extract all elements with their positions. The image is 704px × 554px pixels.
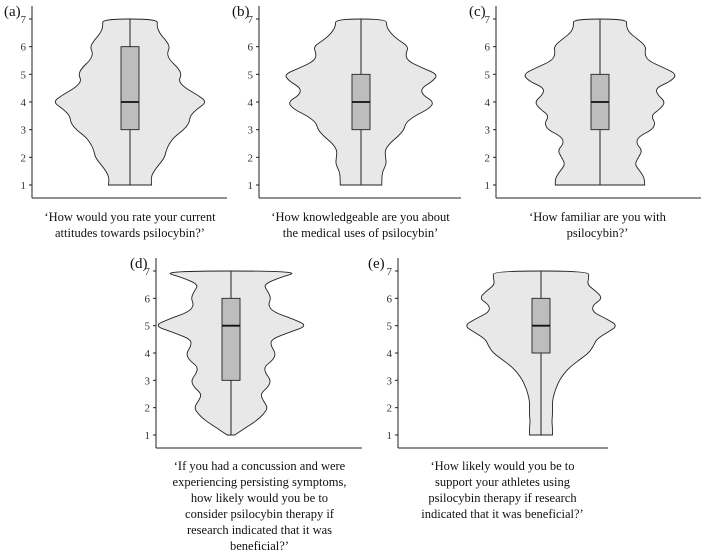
caption-d: ‘If you had a concussion and were experie… bbox=[152, 458, 367, 554]
y-tick-label: 2 bbox=[387, 403, 393, 415]
y-tick-label: 3 bbox=[387, 375, 393, 387]
y-tick-label: 6 bbox=[21, 42, 27, 54]
caption-e: ‘How likely would you be to support your … bbox=[395, 458, 610, 522]
caption-line: attitudes towards psilocybin?’ bbox=[55, 226, 205, 240]
iqr-box bbox=[120, 46, 140, 131]
y-tick-label: 6 bbox=[248, 42, 254, 54]
y-tick-label: 2 bbox=[21, 152, 27, 164]
y-tick-label: 5 bbox=[248, 69, 254, 81]
caption-line: ‘How would you rate your current bbox=[44, 210, 216, 224]
caption-line: how likely would you be to bbox=[190, 491, 329, 505]
y-tick-label: 5 bbox=[145, 321, 151, 333]
y-tick-label: 3 bbox=[145, 375, 151, 387]
y-tick-label: 3 bbox=[248, 125, 254, 137]
y-tick-label: 1 bbox=[248, 180, 254, 192]
y-tick-label: 7 bbox=[248, 14, 254, 26]
caption-line: ‘How likely would you be to bbox=[430, 459, 575, 473]
panel-label-d: (d) bbox=[130, 256, 148, 272]
y-tick-label: 6 bbox=[145, 293, 151, 305]
y-tick-label: 5 bbox=[21, 69, 27, 81]
y-tick-label: 2 bbox=[485, 152, 491, 164]
y-tick-label: 1 bbox=[145, 430, 151, 442]
caption-line: ‘How knowledgeable are you about bbox=[271, 210, 450, 224]
caption-line: beneficial?’ bbox=[230, 539, 289, 553]
y-tick-label: 4 bbox=[248, 97, 254, 109]
caption-line: research indicated that it was bbox=[186, 523, 333, 537]
iqr-box bbox=[221, 297, 241, 381]
y-tick-label: 1 bbox=[21, 180, 27, 192]
y-tick-label: 2 bbox=[145, 403, 151, 415]
y-tick-label: 7 bbox=[21, 14, 27, 26]
y-tick-label: 4 bbox=[485, 97, 491, 109]
caption-line: experiencing persisting symptoms, bbox=[172, 475, 347, 489]
caption-b: ‘How knowledgeable are you about the medi… bbox=[258, 209, 463, 241]
panel-label-e: (e) bbox=[368, 256, 385, 272]
y-tick-label: 4 bbox=[387, 348, 393, 360]
y-tick-label: 4 bbox=[21, 97, 27, 109]
caption-line: indicated that it was beneficial?’ bbox=[421, 507, 584, 521]
y-tick-label: 6 bbox=[387, 293, 393, 305]
y-tick-label: 5 bbox=[485, 69, 491, 81]
caption-line: support your athletes using bbox=[434, 475, 571, 489]
caption-line: psilocybin?’ bbox=[566, 226, 629, 240]
caption-line: ‘How familiar are you with bbox=[529, 210, 666, 224]
y-tick-label: 5 bbox=[387, 321, 393, 333]
caption-c: ‘How familiar are you with psilocybin?’ bbox=[495, 209, 700, 241]
caption-a: ‘How would you rate your current attitude… bbox=[30, 209, 230, 241]
y-tick-label: 7 bbox=[145, 266, 151, 278]
caption-line: consider psilocybin therapy if bbox=[185, 507, 334, 521]
y-tick-label: 1 bbox=[387, 430, 393, 442]
y-tick-label: 3 bbox=[485, 125, 491, 137]
y-tick-label: 4 bbox=[145, 348, 151, 360]
y-tick-label: 7 bbox=[485, 14, 491, 26]
caption-line: the medical uses of psilocybin’ bbox=[282, 226, 439, 240]
panel-label-b: (b) bbox=[232, 4, 250, 20]
y-tick-label: 6 bbox=[485, 42, 491, 54]
y-tick-label: 2 bbox=[248, 152, 254, 164]
panel-label-c: (c) bbox=[469, 4, 486, 20]
caption-line: psilocybin therapy if research bbox=[428, 491, 577, 505]
y-tick-label: 7 bbox=[387, 266, 393, 278]
y-tick-label: 3 bbox=[21, 125, 27, 137]
caption-line: ‘If you had a concussion and were bbox=[173, 459, 346, 473]
panel-label-a: (a) bbox=[4, 4, 21, 20]
y-tick-label: 1 bbox=[485, 180, 491, 192]
